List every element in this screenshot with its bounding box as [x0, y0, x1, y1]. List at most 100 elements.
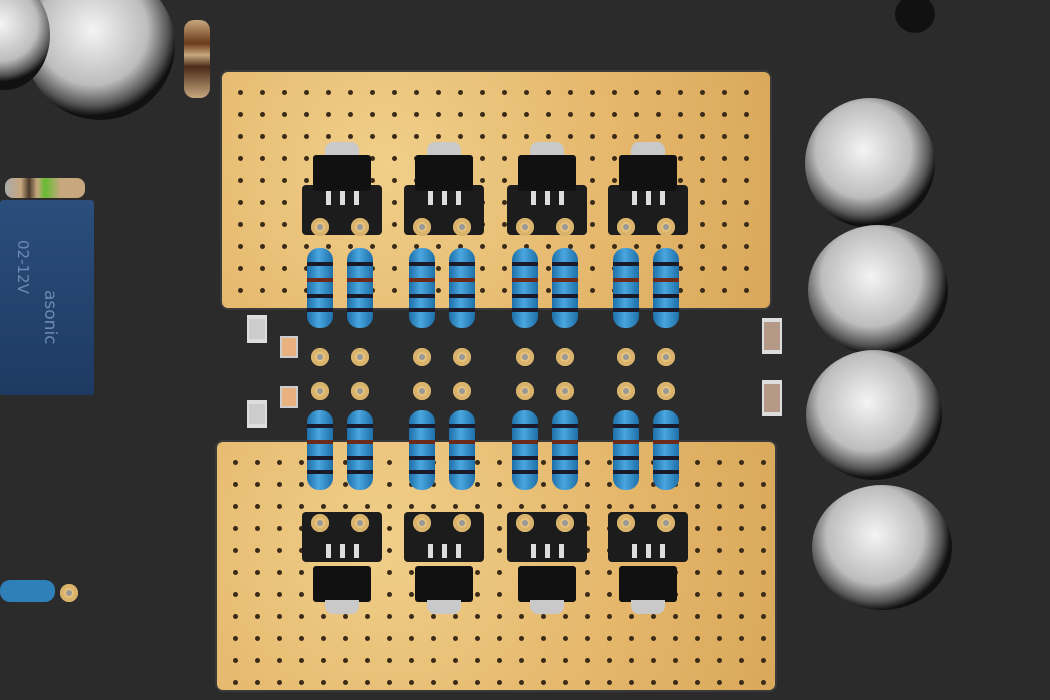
- perfboard-hole: [541, 636, 546, 641]
- perfboard-hole: [497, 460, 502, 465]
- perfboard-hole: [277, 570, 282, 575]
- perfboard-hole: [700, 156, 705, 161]
- perfboard-hole: [497, 636, 502, 641]
- perfboard-hole: [634, 112, 639, 117]
- perfboard-hole: [480, 178, 485, 183]
- resistor-band: [552, 424, 578, 428]
- perfboard-hole: [414, 112, 419, 117]
- perfboard-hole: [612, 134, 617, 139]
- solder-pad: [351, 382, 369, 400]
- solder-pad: [617, 514, 635, 532]
- perfboard-hole: [475, 570, 480, 575]
- regulator-leg: [354, 191, 359, 205]
- perfboard-hole: [502, 288, 507, 293]
- perfboard-hole: [629, 636, 634, 641]
- perfboard-hole: [563, 658, 568, 663]
- perfboard-hole: [409, 680, 414, 685]
- perfboard-hole: [497, 614, 502, 619]
- perfboard-hole: [260, 288, 265, 293]
- perfboard-hole: [590, 200, 595, 205]
- voltage-regulator: [518, 566, 576, 602]
- resistor-band: [552, 470, 578, 474]
- perfboard-hole: [255, 658, 260, 663]
- regulator-leg: [632, 191, 637, 205]
- perfboard-hole: [277, 636, 282, 641]
- perfboard-hole: [634, 134, 639, 139]
- regulator-leg: [340, 191, 345, 205]
- perfboard-hole: [673, 636, 678, 641]
- perfboard-hole: [387, 526, 392, 531]
- perfboard-hole: [458, 244, 463, 249]
- resistor-band: [307, 262, 333, 266]
- perfboard-hole: [656, 244, 661, 249]
- perfboard-hole: [282, 244, 287, 249]
- perfboard-hole: [343, 482, 348, 487]
- resistor-band: [449, 456, 475, 460]
- regulator-tab: [530, 600, 564, 614]
- perfboard-hole: [453, 504, 458, 509]
- perfboard-hole: [590, 244, 595, 249]
- perfboard-hole: [321, 680, 326, 685]
- resistor-band: [613, 470, 639, 474]
- perfboard-hole: [475, 460, 480, 465]
- perfboard-hole: [590, 266, 595, 271]
- regulator-leg: [531, 191, 536, 205]
- perfboard-hole: [321, 614, 326, 619]
- perfboard-hole: [431, 658, 436, 663]
- perfboard-hole: [255, 592, 260, 597]
- resistor-band: [552, 262, 578, 266]
- perfboard-hole: [761, 548, 766, 553]
- perfboard-hole: [761, 482, 766, 487]
- smd-led: [280, 336, 298, 358]
- perfboard-hole: [541, 504, 546, 509]
- perfboard-hole: [321, 636, 326, 641]
- perfboard-hole: [260, 200, 265, 205]
- perfboard-hole: [590, 156, 595, 161]
- resistor: [653, 410, 679, 490]
- perfboard-hole: [739, 658, 744, 663]
- perfboard-hole: [700, 222, 705, 227]
- resistor: [512, 410, 538, 490]
- perfboard-hole: [546, 244, 551, 249]
- resistor-band: [613, 262, 639, 266]
- perfboard-hole: [502, 178, 507, 183]
- perfboard-hole: [497, 592, 502, 597]
- perfboard-hole: [238, 266, 243, 271]
- solder-pad: [657, 218, 675, 236]
- resistor-band: [613, 440, 639, 444]
- perfboard-hole: [431, 680, 436, 685]
- perfboard-hole: [458, 134, 463, 139]
- regulator-leg: [632, 544, 637, 558]
- perfboard-hole: [519, 614, 524, 619]
- perfboard-hole: [700, 266, 705, 271]
- perfboard-hole: [761, 570, 766, 575]
- perfboard-hole: [475, 504, 480, 509]
- perfboard-hole: [744, 222, 749, 227]
- perfboard-hole: [277, 548, 282, 553]
- perfboard-hole: [304, 112, 309, 117]
- perfboard-hole: [761, 504, 766, 509]
- solder-pad: [516, 348, 534, 366]
- perfboard-hole: [585, 658, 590, 663]
- solder-pad: [516, 382, 534, 400]
- resistor-band: [307, 308, 333, 312]
- perfboard-hole: [365, 636, 370, 641]
- perfboard-hole: [585, 636, 590, 641]
- perfboard-hole: [524, 112, 529, 117]
- perfboard-hole: [233, 614, 238, 619]
- perfboard-hole: [739, 548, 744, 553]
- perfboard-hole: [453, 636, 458, 641]
- smd-led: [280, 386, 298, 408]
- perfboard-hole: [585, 460, 590, 465]
- perfboard-hole: [304, 288, 309, 293]
- perfboard-hole: [343, 658, 348, 663]
- perfboard-hole: [277, 680, 282, 685]
- perfboard-hole: [656, 134, 661, 139]
- perfboard-hole: [387, 680, 392, 685]
- voltage-regulator: [619, 155, 677, 191]
- perfboard-bottom: [217, 442, 775, 690]
- perfboard-hole: [717, 570, 722, 575]
- resistor-band: [613, 424, 639, 428]
- perfboard-hole: [585, 592, 590, 597]
- perfboard-hole: [590, 112, 595, 117]
